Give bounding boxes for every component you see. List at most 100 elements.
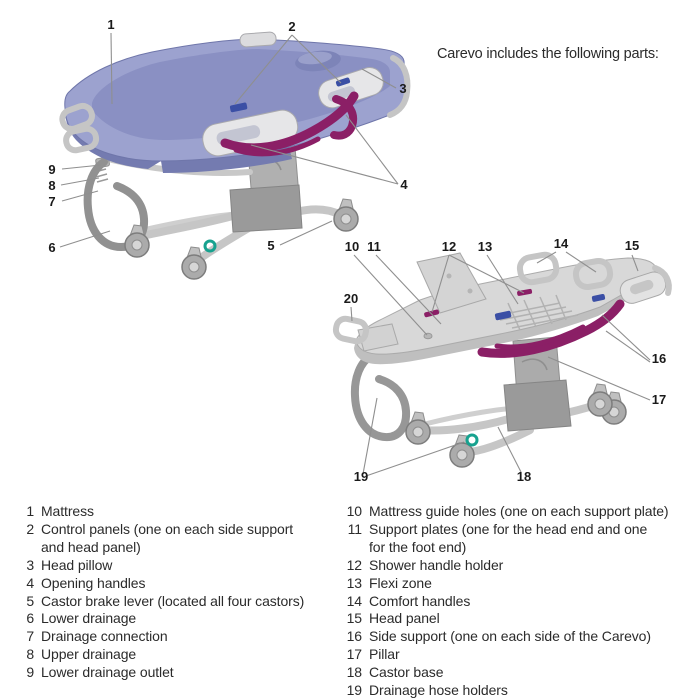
part-name: Mattress [41, 503, 94, 519]
figure-carevo-with-mattress: 1 2 3 4 5 6 7 8 9 [48, 17, 411, 280]
part-number: 9 [26, 664, 34, 681]
part-number: 16 [346, 628, 362, 645]
parts-list-item: 2 Control panels (one on each side suppor… [24, 521, 304, 557]
part-number: 14 [346, 592, 362, 609]
callout-19: 19 [354, 469, 368, 484]
callout-8: 8 [48, 178, 55, 193]
callout-3: 3 [399, 81, 406, 96]
parts-list-left: 1 Mattress 2 Control panels (one on each s… [24, 503, 304, 682]
shower-handle-holder [517, 288, 533, 296]
part-number: 1 [26, 503, 34, 519]
foot-panel-handle [332, 315, 399, 352]
part-number: 2 [26, 520, 34, 537]
callout-7: 7 [48, 194, 55, 209]
head-end-handle [652, 265, 672, 296]
control-panel-chip [229, 102, 248, 113]
castor [449, 434, 475, 468]
head-panel [619, 271, 667, 304]
part-number: 6 [26, 610, 34, 627]
intro-text: Carevo includes the following parts: [437, 46, 659, 62]
part-name: Pillar [369, 646, 400, 663]
comfort-handles [516, 251, 614, 291]
part-number: 18 [346, 664, 362, 681]
part-name: Control panels (one on each side support… [41, 520, 294, 555]
parts-list-item: 14 Comfort handles [341, 593, 669, 611]
castor [587, 383, 613, 417]
parts-list-right: 10 Mattress guide holes (one on each supp… [341, 503, 669, 700]
callout-9: 9 [48, 162, 55, 177]
part-name: Support plates (one for the head end and… [369, 520, 648, 555]
part-name: Shower handle holder [369, 556, 504, 573]
part-name: Drainage connection [41, 628, 168, 645]
leader-lines-figure1 [59, 32, 399, 248]
far-side-handle [239, 31, 277, 48]
part-number: 10 [346, 503, 362, 519]
part-number: 17 [346, 646, 362, 663]
part-name: Upper drainage [41, 646, 137, 663]
part-name: Castor base [369, 664, 444, 681]
side-support-magenta [477, 299, 625, 358]
part-number: 11 [347, 520, 362, 537]
part-name: Drainage hose holders [369, 682, 508, 699]
opening-handles [220, 91, 359, 157]
control-panel-chip [591, 293, 606, 302]
part-name: Mattress guide holes (one on each suppor… [369, 503, 669, 519]
callout-numbers-figure1: 1 2 3 4 5 6 7 8 9 [48, 17, 408, 255]
parts-list-item: 5 Castor brake lever (located all four ca… [24, 593, 304, 611]
parts-list-item: 19 Drainage hose holders [341, 682, 669, 700]
leader-lines-figure2 [350, 251, 651, 477]
figure-carevo-without-mattress: 10 11 12 13 14 15 16 17 18 19 20 [332, 236, 672, 484]
part-number: 12 [346, 556, 362, 573]
callout-numbers-figure2: 10 11 12 13 14 15 16 17 18 19 20 [344, 236, 666, 484]
mattress-guide-hole [423, 332, 433, 340]
control-panel-chip [335, 77, 351, 87]
control-panel-chip [494, 310, 512, 321]
castor [181, 246, 207, 280]
callout-12: 12 [442, 239, 456, 254]
support-plate-backrest [416, 252, 487, 314]
drainage-hose-clip [465, 433, 479, 447]
part-number: 5 [26, 592, 34, 609]
drainage-hose-clip [203, 239, 217, 253]
part-name: Head pillow [41, 556, 113, 573]
parts-list-item: 17 Pillar [341, 646, 669, 664]
part-number: 8 [26, 646, 34, 663]
lower-drainage-loop [83, 158, 149, 252]
part-number: 13 [346, 574, 362, 591]
part-name: Flexi zone [369, 574, 432, 591]
part-number: 19 [346, 682, 362, 699]
callout-18: 18 [517, 469, 531, 484]
drainage-loop [350, 351, 411, 442]
part-name: Comfort handles [369, 592, 471, 609]
part-name: Castor brake lever (located all four cas… [41, 592, 305, 609]
part-number: 4 [26, 574, 34, 591]
parts-diagram: 1 2 3 4 5 6 7 8 9 [48, 17, 672, 484]
callout-17: 17 [652, 392, 666, 407]
parts-list-item: 7 Drainage connection [24, 628, 304, 646]
part-number: 15 [346, 610, 362, 627]
callout-5: 5 [267, 238, 274, 253]
parts-list-item: 1 Mattress [24, 503, 304, 521]
part-name: Side support (one on each side of the Ca… [369, 628, 651, 645]
parts-list-item: 9 Lower drainage outlet [24, 664, 304, 682]
callout-14: 14 [554, 236, 569, 251]
part-name: Lower drainage outlet [41, 664, 174, 681]
callout-6: 6 [48, 240, 55, 255]
parts-list-item: 12 Shower handle holder [341, 557, 669, 575]
parts-list-item: 8 Upper drainage [24, 646, 304, 664]
parts-list-item: 11 Support plates (one for the head end a… [341, 521, 669, 557]
callout-10: 10 [345, 239, 359, 254]
callout-2: 2 [288, 19, 295, 34]
flexi-zone-grid [494, 294, 579, 331]
callout-11: 11 [367, 239, 381, 254]
parts-list-item: 16 Side support (one on each side of the … [341, 628, 669, 646]
part-number: 7 [26, 628, 34, 645]
callout-16: 16 [652, 351, 666, 366]
callout-15: 15 [625, 238, 639, 253]
parts-list-item: 10 Mattress guide holes (one on each supp… [341, 503, 669, 521]
